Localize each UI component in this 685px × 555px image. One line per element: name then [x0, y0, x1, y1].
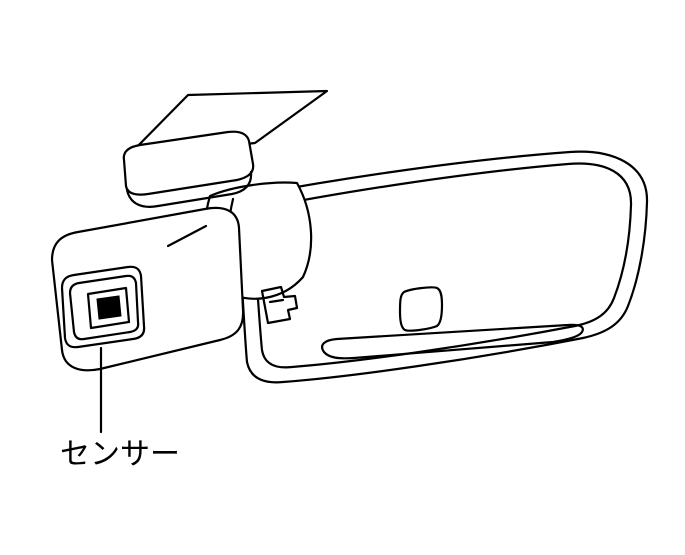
sensor-window-outer: [60, 265, 146, 349]
harness-clip-detail: [268, 298, 285, 304]
sensor-window-inner: [68, 274, 140, 341]
mount-foot-edge: [125, 170, 253, 208]
sensor-housing: [50, 206, 245, 372]
mirror-outer-outline: [234, 150, 649, 384]
sensor-label: センサー: [60, 438, 180, 471]
mirror-inner-bezel: [250, 162, 633, 369]
sensor-cell-frame: [86, 286, 131, 330]
mount-foot-plate: [122, 130, 255, 196]
sensor-housing-outline: [50, 206, 245, 372]
mirror-bottom-slot: [321, 323, 584, 360]
callout: センサー: [60, 346, 180, 471]
mirror-body: [234, 150, 649, 384]
windshield-mount: [122, 89, 329, 208]
sensor-housing-crease: [166, 224, 208, 248]
sensor-element: [96, 295, 122, 320]
harness-clip: [260, 285, 299, 325]
mirror-button: [398, 286, 444, 332]
